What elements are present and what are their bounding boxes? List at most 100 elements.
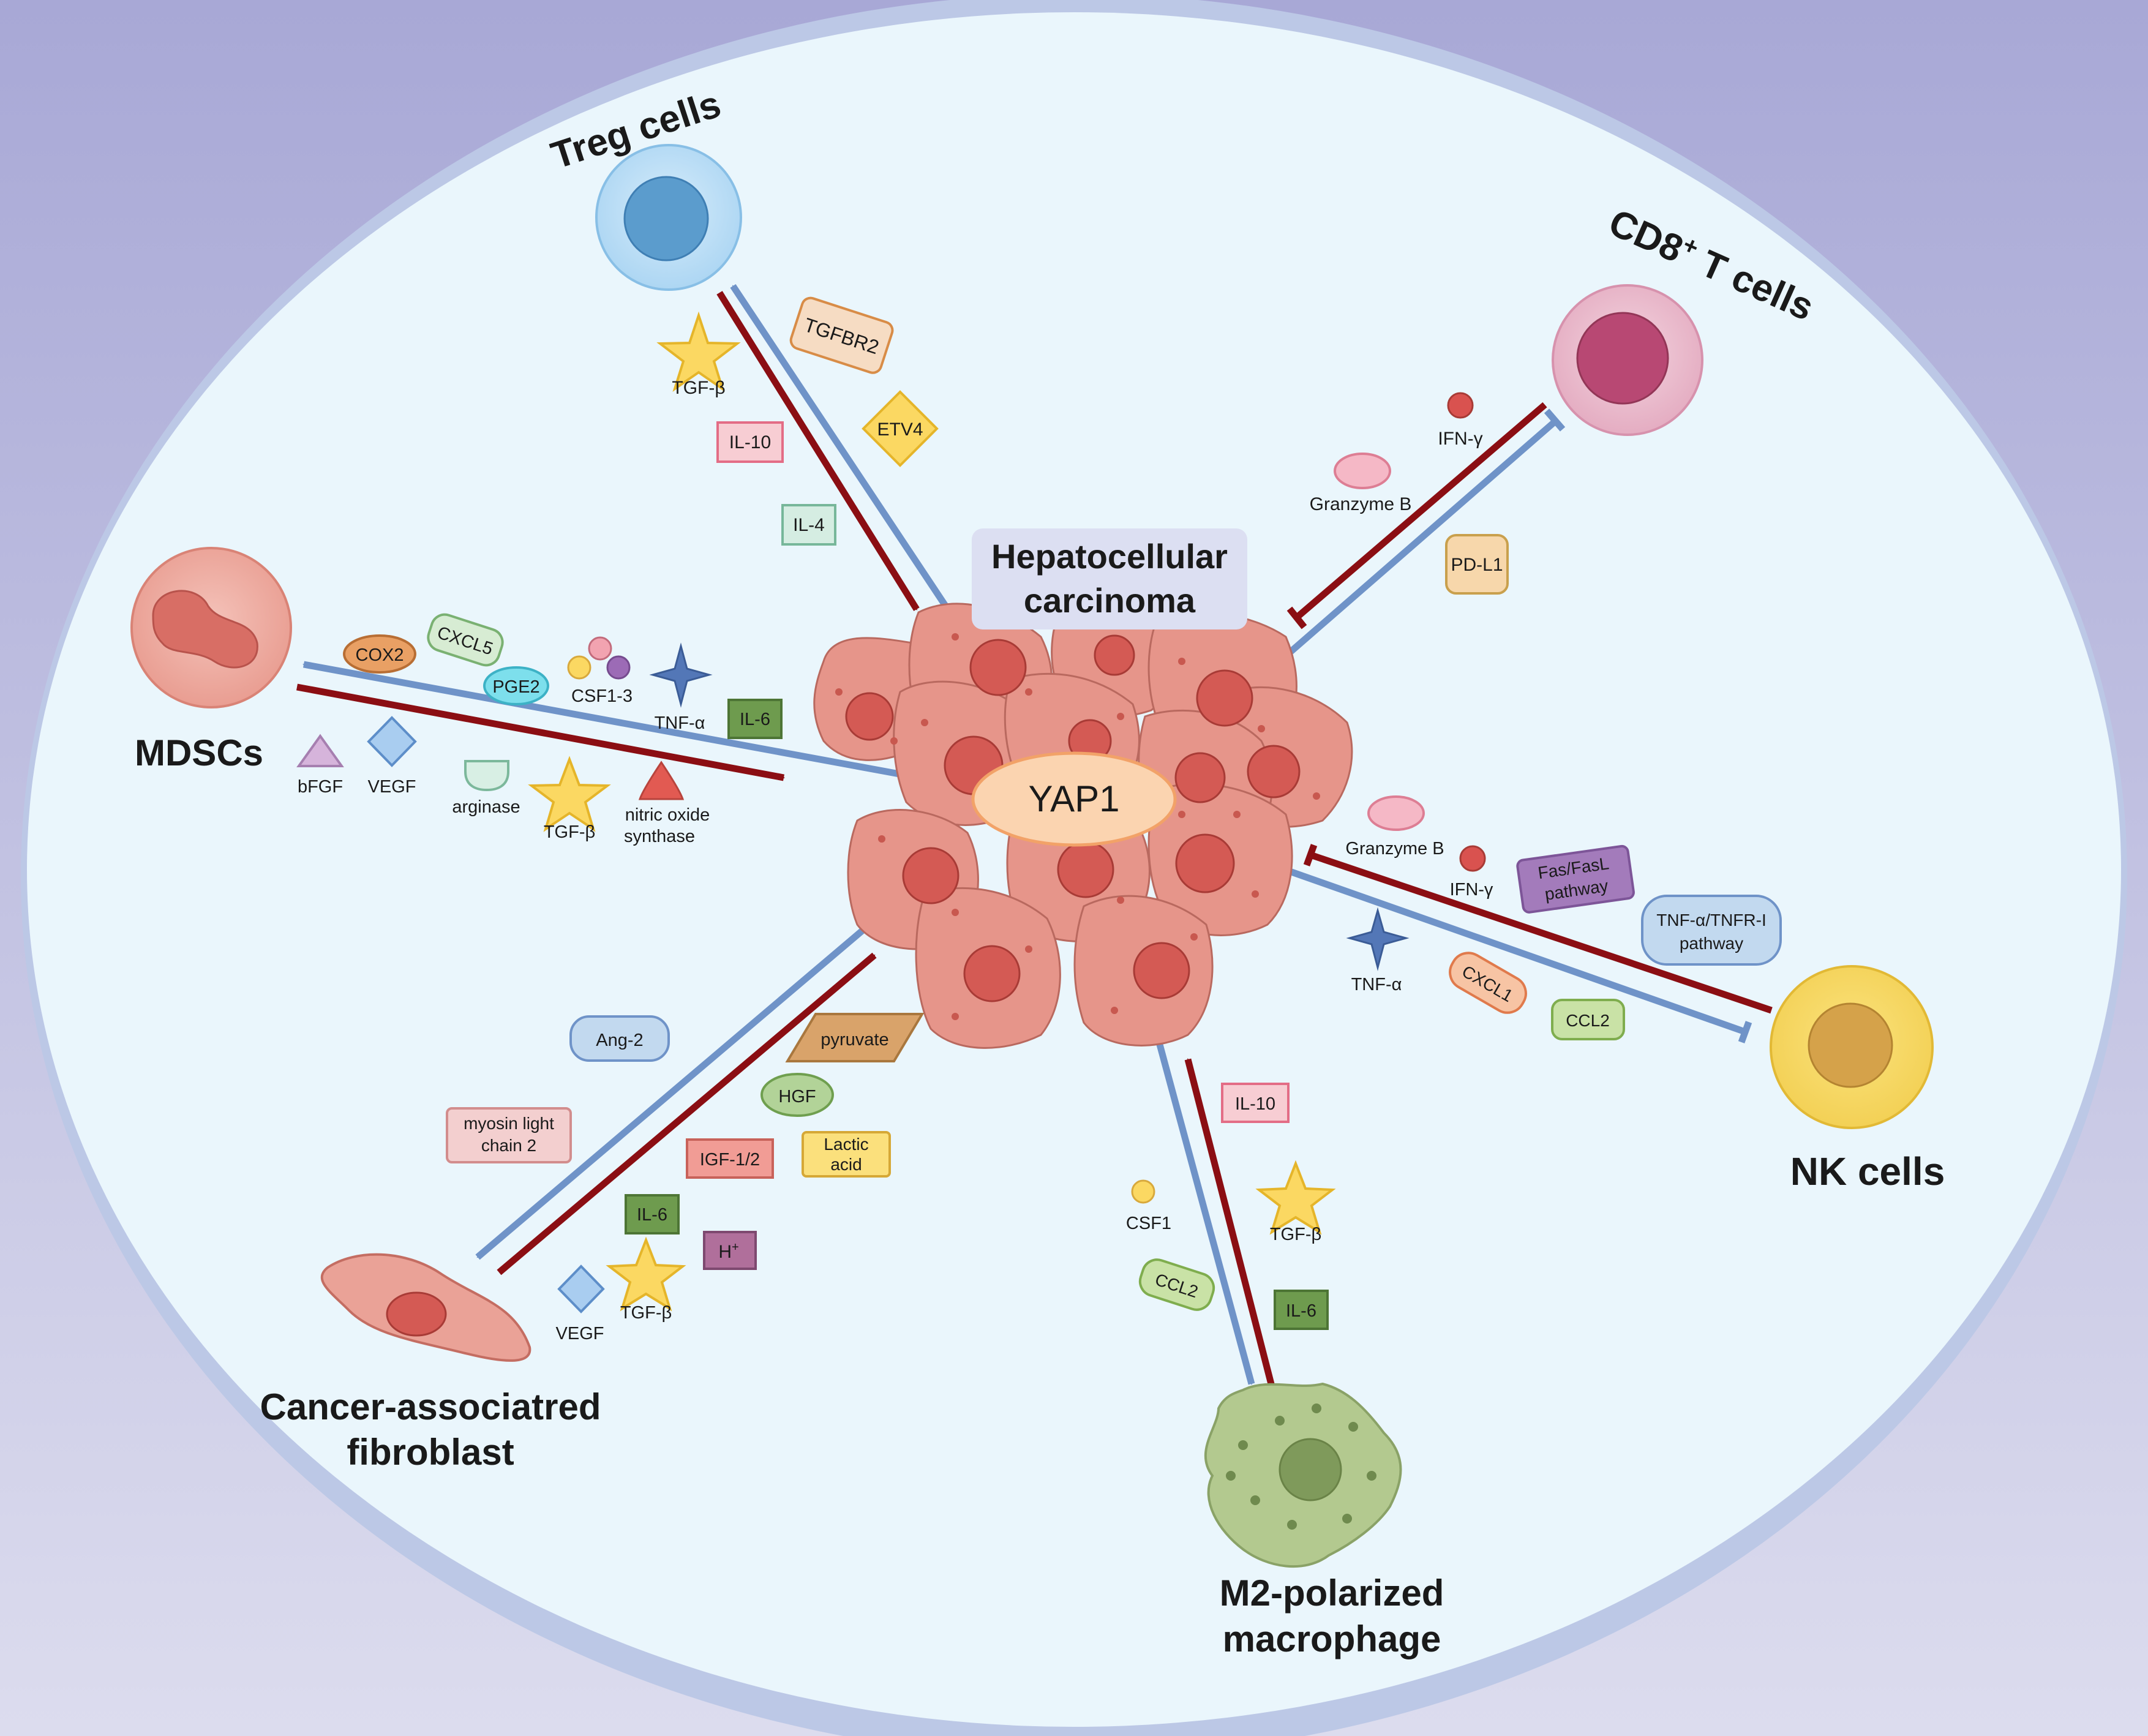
tumor-nucleus [1175,833,1235,893]
il4-label: IL-4 [793,515,825,535]
nk-granzyme-label: Granzyme B [1345,839,1444,859]
nk-granzyme-icon [1367,795,1425,831]
mdsc-tgfb-label: TGF-β [544,822,595,842]
ang2-label: Ang-2 [596,1031,643,1050]
m2-tgfb-label: TGF-β [1270,1225,1321,1244]
arginase-label: arginase [452,797,520,817]
m2-il6-badge [1274,1290,1329,1330]
tnfr-badge [1641,895,1782,966]
mdsc-il6-badge [727,699,783,739]
arrow-caf-to-tumor [497,952,877,1276]
cd8-granzyme-icon [1334,453,1391,489]
cd8-cell [1552,284,1703,436]
treg-cell [595,144,742,291]
caf-il6-badge [625,1194,680,1234]
tumor-nucleus [1057,841,1114,898]
inhibit-bar-cd8 [1286,606,1307,629]
bfgf-label: bFGF [298,777,343,797]
caf-label-line1: Cancer-associatred [260,1386,601,1427]
lactic-label-line1: Lactic [824,1135,868,1154]
tgfbr2-badge: TGFBR2 [789,296,894,374]
pge2-badge [483,666,549,705]
m2-label-line1: M2-polarized [1220,1573,1444,1614]
mdsc-label: MDSCs [135,732,263,773]
m2-macrophage-cell [1204,1382,1402,1568]
cox2-badge [343,634,416,674]
nk-ccl2-label: CCL2 [1566,1011,1610,1030]
cd8-ifng-label: IFN-γ [1438,429,1482,449]
yap1-hub [971,751,1177,847]
cd8-granzyme-label: Granzyme B [1310,494,1412,514]
csf1-dot-icon [1131,1179,1155,1204]
mdsc-il6-label: IL-6 [740,710,770,729]
etv4-diamond-icon [862,390,939,467]
tnfa-star-icon [649,642,713,708]
pyruvate-badge [785,1013,925,1062]
arrow-tumor-to-mdsc [302,661,977,792]
tumor-nucleus [845,692,894,741]
nk-label: NK cells [1790,1149,1945,1193]
h-plus-label: H+ [718,1241,738,1262]
caf-tgfb-label: TGF-β [620,1303,672,1323]
lactic-label-line2: acid [830,1155,862,1174]
m2-ccl2-badge: CCL2 [1138,1258,1215,1311]
treg-tgfb-label: TGF-β [672,378,725,398]
csf1-label: CSF1 [1126,1214,1171,1233]
tumor-nucleus [1133,942,1190,999]
igf-label: IGF-1/2 [700,1150,760,1170]
m2-il10-badge [1221,1083,1290,1123]
m2-label-line2: macrophage [1223,1618,1441,1659]
nk-cell [1770,965,1934,1129]
tnfr-label-line2: pathway [1680,934,1743,953]
tumor-nucleus [1196,669,1253,727]
il4-badge [781,504,836,546]
tumor-nucleus [1247,745,1301,798]
inhibit-bar-tumor-nk [1738,1021,1752,1043]
yap1-label: YAP1 [1029,778,1120,819]
tumor-title-box [972,528,1247,629]
ang2-badge [569,1015,670,1062]
cxcl5-badge: CXCL5 [427,613,504,667]
inhibit-cd8-to-tumor [1294,402,1547,621]
treg-il10-badge [716,421,784,463]
arrow-m2-to-tumor [1184,1058,1275,1388]
tumor-nucleus [902,847,959,904]
tumor-nucleus [1094,634,1135,676]
nk-tnfa-label: TNF-α [1351,975,1402,994]
nos-label-line1: nitric oxide [625,805,710,825]
igf-badge [686,1138,774,1179]
mdsc-vegf-diamond-icon [367,716,417,767]
caf-cell [320,1253,531,1362]
treg-il10-label: IL-10 [729,432,771,453]
inhibit-bar-tumor-cd8 [1544,408,1566,432]
csf13-dots-icon [567,636,631,680]
hgf-badge [760,1073,834,1117]
caf-vegf-diamond-icon [557,1264,605,1313]
m2-tgfb-star-icon [1255,1160,1336,1235]
tumor-nucleus [963,945,1021,1002]
pdl1-badge [1445,534,1509,595]
arginase-icon [464,760,509,792]
arrow-treg-to-tumor [716,291,920,611]
caf-tgfb-star-icon [606,1236,686,1312]
mdsc-tnfa-label: TNF-α [655,713,705,733]
pdl1-label: PD-L1 [1451,555,1503,575]
nos-icon [638,761,685,800]
m2-il10-label: IL-10 [1235,1094,1275,1114]
mdsc-tgfb-star-icon [528,756,611,832]
fas-badge: Fas/FasL pathway [1516,844,1635,914]
cox2-label: COX2 [356,645,404,665]
nk-ifng-dot-icon [1459,845,1486,872]
nos-label-line2: synthase [624,827,695,846]
tnfr-label-line1: TNF-α/TNFR-I [1656,911,1766,930]
inhibit-bar-nk [1303,844,1318,866]
mlc-label-line1: myosin light [464,1114,554,1133]
tumor-nuclei [845,634,1301,1002]
etv4-label: ETV4 [877,419,923,440]
nk-tnfa-star-icon [1346,907,1410,971]
tgfb-star-icon [656,311,741,392]
pyruvate-label: pyruvate [821,1030,888,1050]
caf-vegf-label: VEGF [556,1324,604,1343]
